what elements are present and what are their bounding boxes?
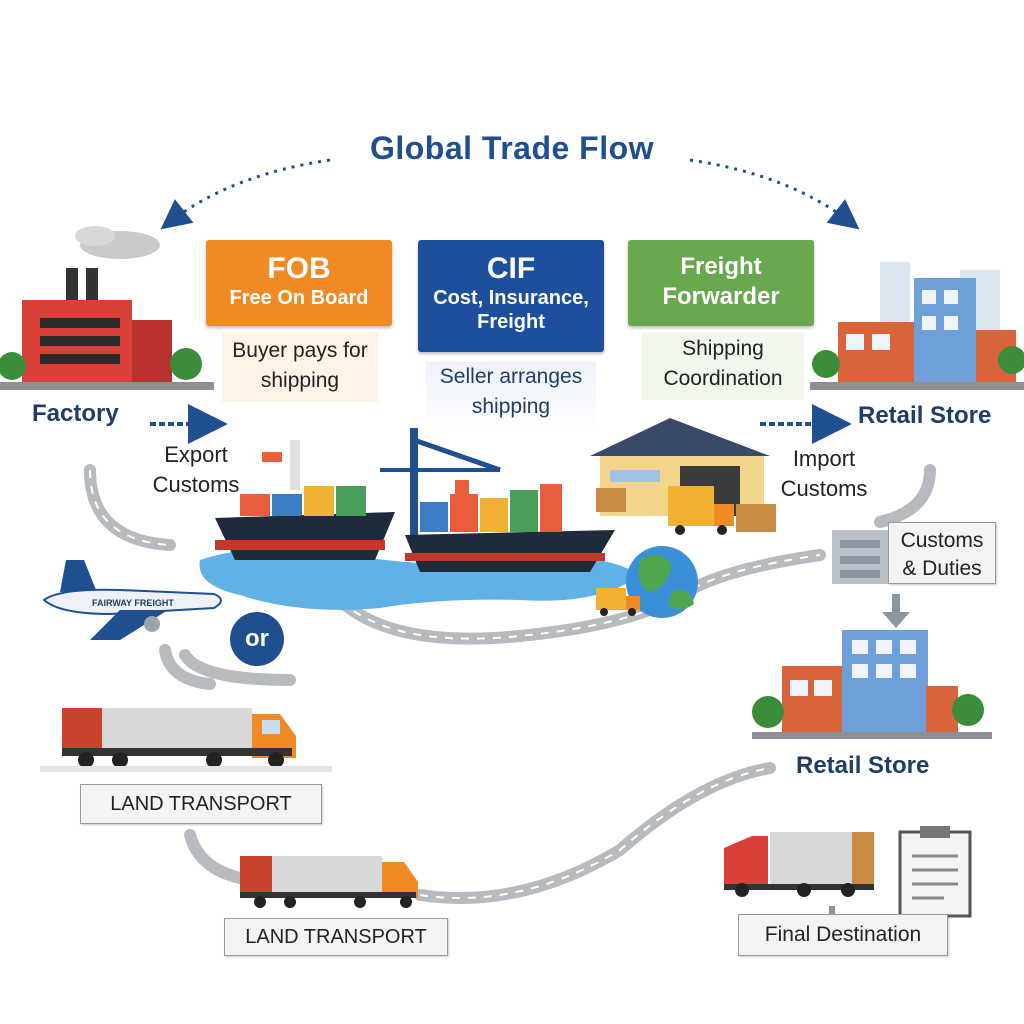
fob-card-header: FOB Free On Board [206, 240, 392, 326]
truck-2-icon [240, 856, 418, 908]
airplane-text: FAIRWAY FREIGHT [92, 598, 174, 608]
export-customs-label: Export Customs [134, 440, 258, 500]
road-center-lines [89, 469, 821, 899]
land-transport-box-1: LAND TRANSPORT [80, 784, 322, 824]
small-truck-road [596, 588, 640, 616]
ff-line-2: Forwarder [662, 283, 780, 310]
ff-note-1: Shipping [682, 337, 764, 360]
cif-abbr: CIF [486, 252, 536, 285]
cif-name-1: Cost, Insurance, [433, 287, 589, 309]
airplane-icon [42, 560, 222, 640]
import-line-1: Import [792, 446, 856, 471]
fob-name: Free On Board [229, 287, 369, 309]
cargo-ship-left [215, 440, 395, 560]
customs-building-icon [832, 530, 888, 584]
factory-label: Factory [32, 400, 119, 427]
page-title: Global Trade Flow [369, 130, 655, 166]
cif-note-1: Seller arranges [439, 365, 583, 388]
ff-note: Shipping Coordination [642, 332, 804, 400]
factory-ground [0, 382, 214, 390]
title-arc-left [160, 158, 331, 230]
ff-line-1: Freight [680, 253, 762, 280]
customs-duties-box: Customs & Duties [888, 522, 996, 584]
retail-store-middle-icon [752, 630, 992, 739]
cargo-ship-right [405, 484, 615, 572]
fob-note: Buyer pays for shipping [222, 332, 378, 402]
import-customs-label: Import Customs [770, 444, 878, 504]
retail-store-bottom-label: Retail Store [796, 752, 930, 779]
final-truck-icon [724, 832, 874, 897]
factory-icon [0, 226, 202, 382]
customs-line-1: Customs [900, 529, 984, 552]
cif-name-2: Freight [477, 311, 545, 333]
small-truck-warehouse [668, 486, 734, 535]
retail-top-ground [810, 382, 1024, 390]
crane [380, 428, 501, 548]
title-arc-right [689, 158, 860, 230]
import-line-2: Customs [780, 476, 868, 501]
cif-card-header: CIF Cost, Insurance, Freight [418, 240, 604, 352]
fob-abbr: FOB [267, 252, 331, 285]
export-line-1: Export [164, 442, 228, 467]
export-line-2: Customs [152, 472, 240, 497]
globe-icon [626, 546, 698, 618]
or-badge: or [230, 612, 284, 666]
clipboard-icon [898, 826, 972, 918]
customs-down-arrow-head [882, 612, 910, 628]
retail-store-top-label: Retail Store [858, 402, 992, 429]
final-destination-box: Final Destination [738, 914, 948, 956]
truck-1-icon [40, 708, 332, 772]
cif-note-2: shipping [471, 395, 551, 418]
land-transport-box-2: LAND TRANSPORT [224, 918, 448, 956]
retail-store-top-icon [812, 262, 1024, 382]
ff-note-2: Coordination [663, 367, 783, 390]
ff-card-header: Freight Forwarder [628, 240, 814, 326]
customs-line-2: & Duties [902, 557, 982, 580]
cif-note: Seller arranges shipping [426, 362, 596, 432]
